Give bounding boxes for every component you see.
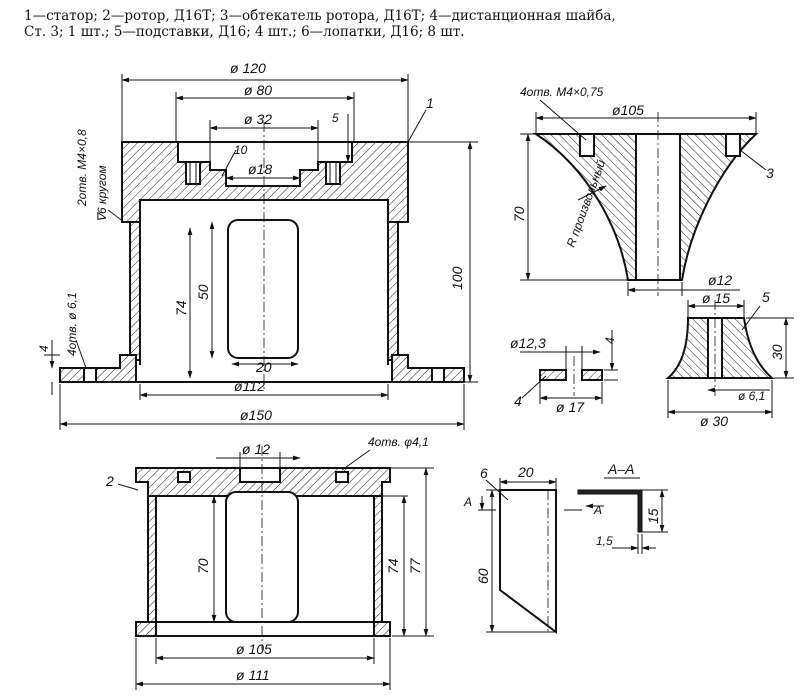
cone-label-3: 3	[766, 165, 774, 181]
cone-hole-left	[579, 133, 595, 157]
stator-flange-hole-left	[83, 367, 97, 383]
cone-d12: ø12	[708, 272, 732, 288]
caption-line-2: Ст. 3; 1 шт.; 5—подставки, Д16; 4 шт.; 6…	[24, 24, 465, 40]
stator-flange-hole-right	[431, 367, 445, 383]
stator-view: ø 120 ø 80 ø 32 5 10 ø18 74 50 20 ø112 ø…	[37, 60, 478, 430]
stator-holes-label: 2отв. M4×0,8	[75, 129, 89, 207]
stator-wall-left	[129, 221, 141, 361]
stator-roughness: ∇6 кругом	[95, 165, 109, 222]
section-a: A	[593, 503, 602, 517]
stand-d15: ø 15	[702, 290, 730, 306]
cone-d105: ø105	[612, 102, 644, 118]
rotor-bottom-inner	[155, 621, 375, 637]
rotor-label-2: 2	[105, 473, 114, 489]
stator-h74: 74	[173, 300, 189, 316]
cone-holes: 4отв. M4×0,75	[520, 85, 604, 99]
stator-h50: 50	[195, 284, 211, 300]
blade-view: 6 20 A 60	[463, 464, 582, 634]
rotor-view: ø 12 4отв. φ4,1 2 70 74 77 ø 105 ø 111	[105, 435, 434, 690]
stator-flange-holes: 4отв. ø 6,1	[65, 292, 79, 356]
washer-d17: ø 17	[556, 399, 585, 415]
rotor-h74: 74	[385, 558, 401, 574]
washer-right	[581, 369, 603, 381]
rotor-d12: ø 12	[242, 441, 270, 457]
rotor-d111: ø 111	[236, 667, 270, 683]
rotor-wall-left	[147, 495, 157, 623]
stator-flange-left	[59, 354, 137, 383]
section-a-a: А–А A 15 1,5	[577, 461, 668, 554]
stator-dim-10: 10	[234, 143, 248, 157]
section-profile	[577, 489, 643, 533]
rotor-hole-left	[177, 471, 191, 483]
stand-d6-1: ø 6,1	[738, 389, 765, 403]
rotor-d105: ø 105	[236, 641, 272, 657]
washer-d12-3: ø12,3	[510, 335, 546, 351]
section-h15: 15	[645, 508, 661, 524]
washer-dim-4: 4	[603, 337, 617, 344]
rotor-h77: 77	[407, 557, 423, 574]
rotor-wall-right	[373, 495, 383, 623]
stand-d30: ø 30	[700, 413, 728, 429]
stator-label-1: 1	[426, 95, 434, 111]
stator-dim-5: 5	[332, 111, 339, 125]
cone-view: 4отв. M4×0,75 ø105 70 R произвольный ø12…	[511, 85, 774, 296]
blade-label-6: 6	[480, 465, 488, 481]
stator-flange-right	[391, 354, 465, 383]
section-t1-5: 1,5	[596, 534, 613, 548]
stator-window	[227, 219, 299, 359]
rotor-hole-right	[335, 471, 349, 483]
stator-d120: ø 120	[230, 60, 266, 76]
stator-d80: ø 80	[244, 82, 272, 98]
stator-d150: ø150	[240, 407, 272, 423]
washer-label-4: 4	[514, 393, 522, 409]
stator-hole-right	[325, 161, 341, 185]
washer-view: ø12,3 4 ø 17 4	[510, 330, 618, 415]
blade-h60: 60	[475, 568, 491, 584]
caption-line-1: 1—статор; 2—ротор, Д16Т; 3—обтекатель ро…	[24, 8, 616, 24]
stator-d112: ø112	[234, 378, 265, 394]
section-title: А–А	[607, 461, 634, 477]
washer-left	[539, 369, 567, 381]
stator-h100: 100	[449, 266, 465, 290]
rotor-h70: 70	[195, 558, 211, 574]
rotor-holes: 4отв. φ4,1	[368, 435, 429, 449]
stator-hole-left	[185, 161, 201, 185]
cone-hole-right	[725, 133, 741, 157]
stator-w20: 20	[255, 359, 272, 375]
cone-h70: 70	[511, 206, 527, 222]
stand-view: ø 15 30 ø 6,1 ø 30 5	[665, 289, 794, 429]
stator-d32: ø 32	[244, 111, 272, 127]
blade-section-mark: A	[463, 495, 472, 509]
rotor-center-hole	[239, 467, 281, 483]
stator-dim-4: 4	[37, 345, 51, 352]
blade-w20: 20	[517, 464, 534, 480]
stator-wall-right	[387, 221, 399, 361]
stand-label-5: 5	[762, 289, 770, 305]
stand-h30: 30	[769, 344, 785, 360]
stator-d18: ø18	[248, 161, 272, 177]
